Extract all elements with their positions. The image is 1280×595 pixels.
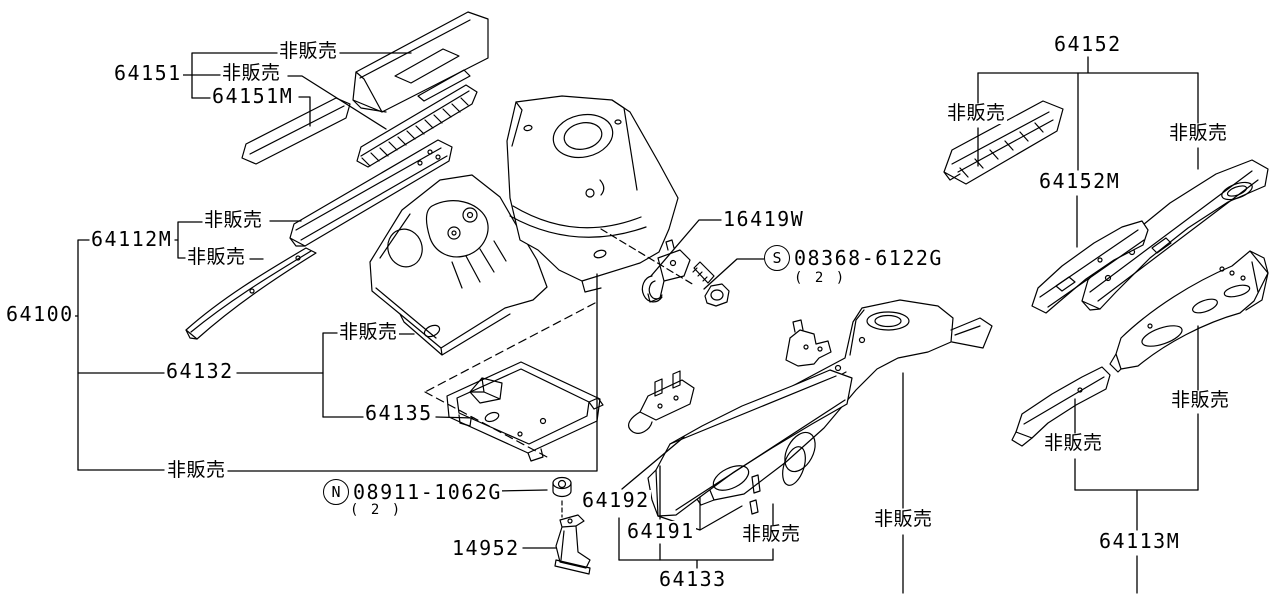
callout-s-qty: ( 2 ) (793, 270, 848, 286)
part-label-08368-6122g: 08368-6122G (794, 246, 943, 270)
not-for-sale-label: 非販売 (873, 508, 934, 530)
part-label-64152m: 64152M (1038, 169, 1122, 193)
not-for-sale-label: 非販売 (278, 40, 339, 62)
part-drawing-upper-rail (241, 97, 351, 165)
part-drawing-nut (552, 476, 572, 498)
part-drawing-64152m (1031, 220, 1149, 314)
part-label-64112m: 64112M (90, 227, 174, 251)
not-for-sale-label: 非販売 (166, 459, 227, 481)
part-drawing-long-reinforcement (1081, 159, 1269, 311)
part-label-64192: 64192 (581, 488, 651, 512)
not-for-sale-label: 非販売 (338, 321, 399, 343)
part-label-14952: 14952 (451, 536, 521, 560)
part-drawing-14952-bracket (554, 514, 591, 575)
part-drawing-bolt (692, 261, 730, 307)
part-drawing-hoodledge-panel (352, 11, 489, 113)
not-for-sale-label: 非販売 (203, 209, 264, 231)
part-drawing-hatched-bracket (943, 100, 1064, 185)
part-label-64135: 64135 (364, 401, 434, 425)
s-symbol-icon: S (764, 245, 790, 271)
part-label-08911-1062g: 08911-1062G (353, 480, 502, 504)
part-label-64151m: 64151M (211, 84, 295, 108)
part-drawing-ledge-bracket (785, 319, 832, 367)
n-symbol-icon: N (323, 479, 349, 505)
part-label-64152: 64152 (1053, 32, 1123, 56)
not-for-sale-label: 非販売 (186, 246, 247, 268)
part-drawing-64192-bracket (628, 370, 695, 434)
part-label-64133: 64133 (658, 567, 728, 591)
part-label-64113m: 64113M (1098, 529, 1182, 553)
part-drawing-battery-tray (446, 361, 604, 462)
not-for-sale-label: 非販売 (1168, 122, 1229, 144)
dashed-guides (424, 228, 695, 518)
not-for-sale-label: 非販売 (741, 523, 802, 545)
not-for-sale-label: 非販売 (946, 102, 1007, 124)
not-for-sale-label: 非販売 (1170, 389, 1231, 411)
callout-s: S 08368-6122G (764, 245, 943, 271)
part-drawing-strut-tower (506, 95, 679, 293)
part-drawing-64113m-left (1011, 366, 1111, 447)
part-label-16419w: 16419W (722, 207, 806, 231)
part-label-64100: 64100 (5, 302, 75, 326)
part-label-64191: 64191 (626, 519, 696, 543)
part-label-64151: 64151 (113, 61, 183, 85)
part-drawing-64113m-rail (1109, 250, 1269, 373)
not-for-sale-label: 非販売 (221, 62, 282, 84)
part-drawing-ledge-rail (289, 139, 453, 247)
part-drawing-wheelhouse-left (369, 174, 548, 356)
part-drawing-hatched-strip (356, 84, 478, 168)
part-drawing-curved-stay (185, 247, 317, 340)
not-for-sale-label: 非販売 (1043, 432, 1104, 454)
callout-n-qty: ( 2 ) (349, 502, 404, 518)
part-drawing-64191-section (647, 369, 853, 531)
part-label-64132: 64132 (165, 359, 235, 383)
callout-n: N 08911-1062G (323, 479, 502, 505)
